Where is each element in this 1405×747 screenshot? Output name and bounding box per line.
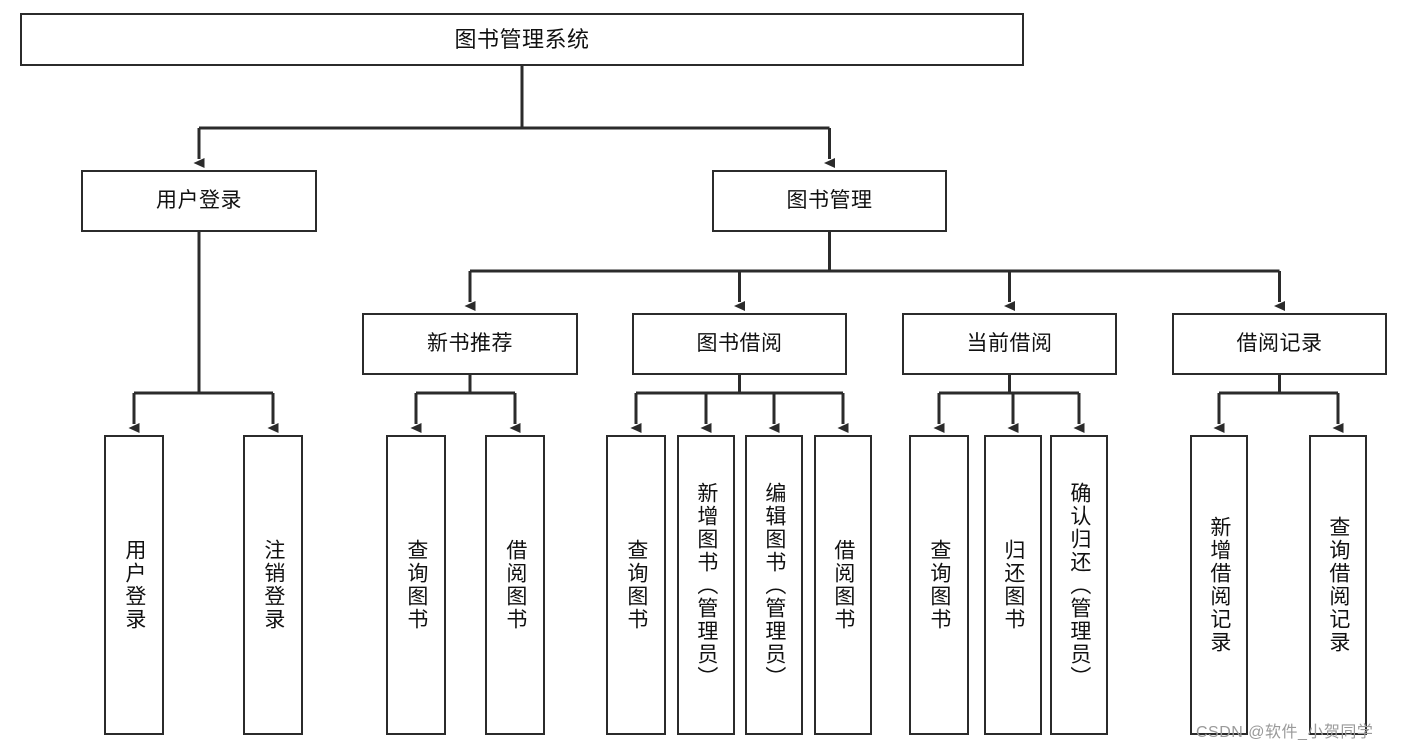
node-label: 新书推荐 bbox=[427, 331, 513, 355]
node-root[interactable]: 图书管理系统 bbox=[20, 13, 1024, 66]
node-leaf-user-login[interactable]: 用户登录 bbox=[104, 435, 164, 735]
node-label: 用户登录 bbox=[122, 539, 146, 631]
node-leaf-add-record[interactable]: 新增借阅记录 bbox=[1190, 435, 1248, 735]
node-leaf-borrow-1[interactable]: 借阅图书 bbox=[485, 435, 545, 735]
node-label: 新增借阅记录 bbox=[1207, 516, 1231, 654]
node-label: 图书管理系统 bbox=[454, 26, 590, 52]
node-leaf-confirm[interactable]: 确认归还（管理员） bbox=[1050, 435, 1108, 735]
node-label: 编辑图书（管理员） bbox=[762, 481, 786, 689]
node-book-manage[interactable]: 图书管理 bbox=[712, 170, 947, 232]
node-leaf-qry-record[interactable]: 查询借阅记录 bbox=[1309, 435, 1367, 735]
node-label: 当前借阅 bbox=[966, 331, 1053, 355]
node-label: 借阅图书 bbox=[503, 539, 527, 631]
node-label: 图书管理 bbox=[786, 188, 873, 212]
node-user-login[interactable]: 用户登录 bbox=[81, 170, 317, 232]
node-current-borrow[interactable]: 当前借阅 bbox=[902, 313, 1117, 375]
node-label: 借阅记录 bbox=[1236, 331, 1323, 355]
node-label: 查询图书 bbox=[624, 539, 648, 631]
node-label: 用户登录 bbox=[156, 188, 242, 212]
node-label: 归还图书 bbox=[1001, 539, 1025, 631]
node-label: 查询借阅记录 bbox=[1326, 516, 1350, 654]
node-label: 注销登录 bbox=[261, 539, 285, 631]
node-new-book-rec[interactable]: 新书推荐 bbox=[362, 313, 578, 375]
node-leaf-query-2[interactable]: 查询图书 bbox=[606, 435, 666, 735]
node-leaf-query-3[interactable]: 查询图书 bbox=[909, 435, 969, 735]
node-label: 新增图书（管理员） bbox=[694, 481, 718, 689]
node-leaf-query-1[interactable]: 查询图书 bbox=[386, 435, 446, 735]
node-leaf-logout[interactable]: 注销登录 bbox=[243, 435, 303, 735]
node-label: 查询图书 bbox=[927, 539, 951, 631]
node-label: 借阅图书 bbox=[831, 539, 855, 631]
node-leaf-return[interactable]: 归还图书 bbox=[984, 435, 1042, 735]
node-label: 确认归还（管理员） bbox=[1067, 481, 1091, 689]
node-label: 图书借阅 bbox=[696, 331, 783, 355]
node-label: 查询图书 bbox=[404, 539, 428, 631]
node-borrow-record[interactable]: 借阅记录 bbox=[1172, 313, 1387, 375]
node-book-borrow[interactable]: 图书借阅 bbox=[632, 313, 847, 375]
watermark: CSDN @软件_小贺同学 bbox=[1196, 724, 1374, 741]
node-leaf-borrow-2[interactable]: 借阅图书 bbox=[814, 435, 872, 735]
node-leaf-add-book[interactable]: 新增图书（管理员） bbox=[677, 435, 735, 735]
node-leaf-edit-book[interactable]: 编辑图书（管理员） bbox=[745, 435, 803, 735]
